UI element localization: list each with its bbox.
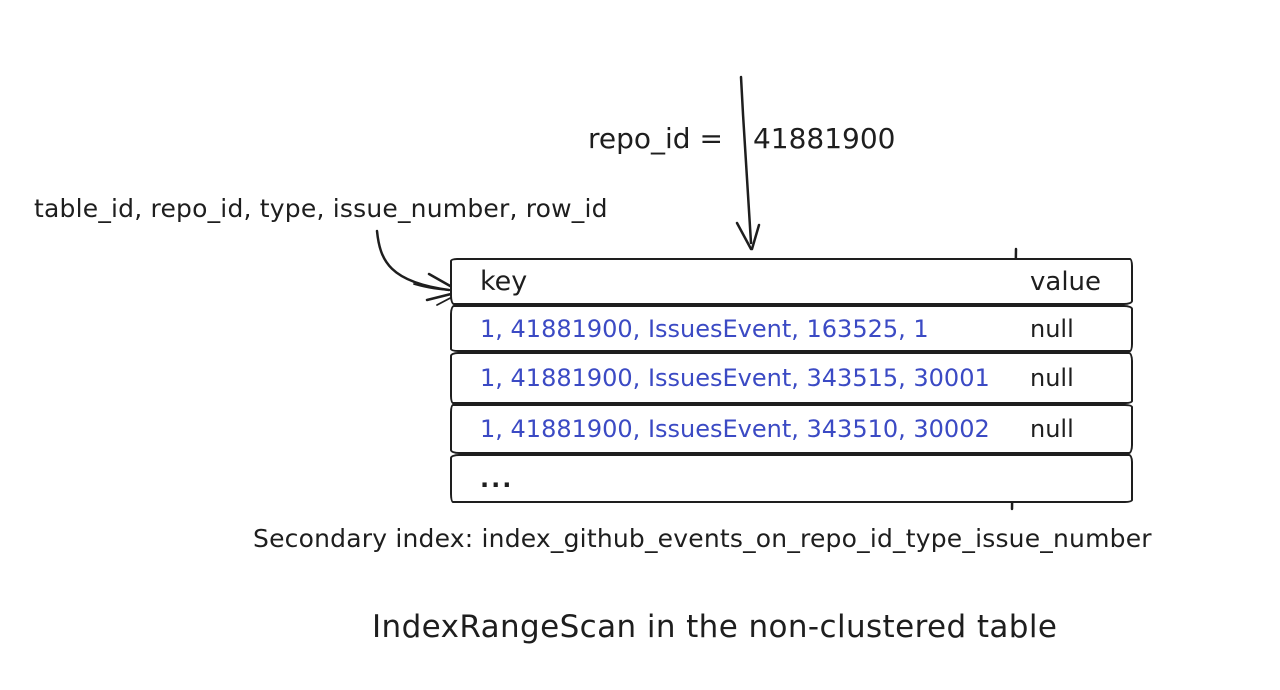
index-key: 1, 41881900, IssuesEvent, 343515, 30001 <box>480 364 990 392</box>
index-value: null <box>1030 364 1074 392</box>
ellipsis-cell: ... <box>480 464 514 493</box>
table-row: 1, 41881900, IssuesEvent, 163525, 1 null <box>450 305 1133 352</box>
index-key: 1, 41881900, IssuesEvent, 163525, 1 <box>480 314 929 343</box>
value-column-header: value <box>1030 266 1102 297</box>
curved-arrow-icon <box>375 229 461 306</box>
table-header-row: key value <box>450 258 1133 305</box>
diagram-title: IndexRangeScan in the non-clustered tabl… <box>372 609 1058 645</box>
filter-label: repo_id = <box>588 122 723 155</box>
key-column-header: key <box>480 266 528 297</box>
index-key: 1, 41881900, IssuesEvent, 343510, 30002 <box>480 415 990 443</box>
secondary-index-caption: Secondary index: index_github_events_on_… <box>253 524 1152 553</box>
table-row-ellipsis: ... <box>450 454 1133 503</box>
index-value: null <box>1030 415 1074 443</box>
filter-annotation: repo_id = 41881900 <box>588 122 895 155</box>
filter-value: 41881900 <box>752 122 896 155</box>
index-value: null <box>1030 314 1074 343</box>
table-row: 1, 41881900, IssuesEvent, 343515, 30001 … <box>450 352 1133 404</box>
down-arrow-icon <box>735 75 761 251</box>
table-row: 1, 41881900, IssuesEvent, 343510, 30002 … <box>450 404 1133 454</box>
secondary-index-table: key value 1, 41881900, IssuesEvent, 1635… <box>450 258 1133 503</box>
index-columns-label: table_id, repo_id, type, issue_number, r… <box>34 194 608 223</box>
